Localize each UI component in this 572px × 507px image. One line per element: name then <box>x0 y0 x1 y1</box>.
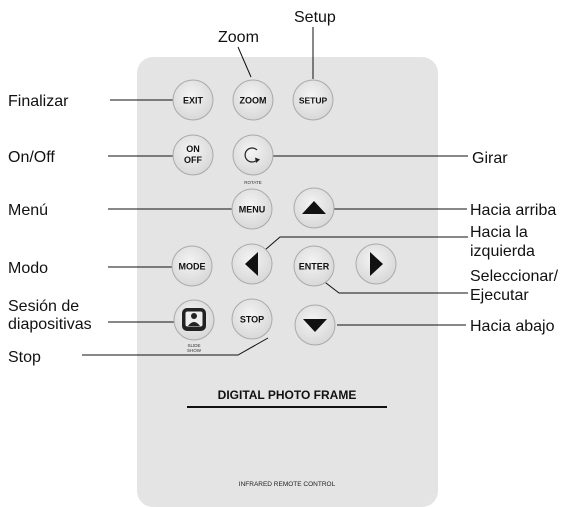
menu-label: MENU <box>239 205 266 215</box>
zoom-button[interactable]: ZOOM <box>232 79 274 121</box>
mode-button[interactable]: MODE <box>171 245 213 287</box>
slideshow-icon <box>182 308 206 331</box>
callout-modo: Modo <box>8 260 48 277</box>
menu-button[interactable]: MENU <box>231 188 273 230</box>
callout-seleccionar-1: Seleccionar/ <box>470 268 559 285</box>
up-button[interactable] <box>293 187 335 229</box>
rotate-button[interactable] <box>232 134 274 176</box>
rotate-caption: ROTATE <box>244 180 262 185</box>
callout-finalizar: Finalizar <box>8 93 69 110</box>
right-button[interactable] <box>355 243 397 285</box>
up-arrow-icon <box>302 201 326 214</box>
exit-button[interactable]: EXIT <box>172 79 214 121</box>
enter-button[interactable]: ENTER <box>293 245 335 287</box>
remote-body <box>137 57 438 507</box>
enter-label: ENTER <box>299 262 330 272</box>
callout-seleccionar-2: Ejecutar <box>470 287 529 304</box>
callout-onoff: On/Off <box>8 149 55 166</box>
on-off-button[interactable]: ON OFF <box>172 134 214 176</box>
left-arrow-icon <box>245 252 258 276</box>
callout-hacia-arriba: Hacia arriba <box>470 202 556 219</box>
mode-label: MODE <box>179 262 206 272</box>
callout-hacia-abajo: Hacia abajo <box>470 318 555 335</box>
setup-label: SETUP <box>299 96 328 106</box>
show-caption: SHOW <box>187 348 202 353</box>
slideshow-button[interactable] <box>173 299 215 341</box>
callout-hacia-la-1: Hacia la <box>470 224 528 241</box>
callout-girar: Girar <box>472 150 508 167</box>
callout-sesion-1: Sesión de <box>8 298 79 315</box>
rotate-icon <box>244 147 260 163</box>
left-button[interactable] <box>231 243 273 285</box>
callout-menu: Menú <box>8 202 48 219</box>
leader-stop <box>82 337 269 356</box>
remote-title: DIGITAL PHOTO FRAME <box>218 388 357 402</box>
setup-button[interactable]: SETUP <box>292 79 334 121</box>
callout-hacia-la-2: izquierda <box>470 243 535 260</box>
on-label: ON <box>186 144 200 154</box>
stop-label: STOP <box>240 315 264 325</box>
remote-subtitle: INFRARED REMOTE CONTROL <box>239 481 336 488</box>
zoom-label: ZOOM <box>240 96 267 106</box>
leader-lines <box>82 27 468 356</box>
down-button[interactable] <box>294 304 336 346</box>
slide-caption: SLIDE <box>187 343 200 348</box>
callout-sesion-2: diapositivas <box>8 316 92 333</box>
off-label: OFF <box>184 155 202 165</box>
right-arrow-icon <box>370 252 383 276</box>
down-arrow-icon <box>303 319 327 332</box>
callout-setup: Setup <box>294 9 336 26</box>
callout-stop: Stop <box>8 349 41 366</box>
callout-zoom: Zoom <box>218 29 259 46</box>
title-underline <box>187 406 387 408</box>
exit-label: EXIT <box>183 96 204 106</box>
leader-zoom <box>237 46 252 78</box>
stop-button[interactable]: STOP <box>231 298 273 340</box>
